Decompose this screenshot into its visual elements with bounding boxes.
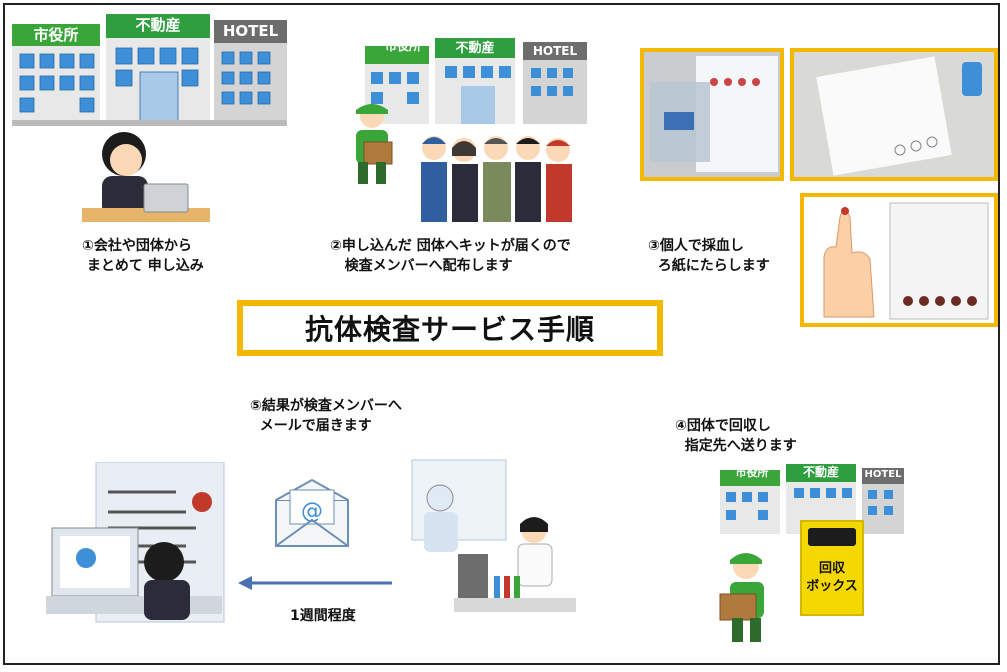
step2-caption: ②申し込んだ 団体へキットが届くので 検査メンバーへ配布します [330, 238, 571, 274]
city-hall-sign: 市役所 [12, 24, 100, 46]
return-arrow [238, 576, 392, 590]
step4-delivery-person-icon [719, 553, 764, 642]
finger-icon [823, 202, 989, 320]
result-viewer-illustration [46, 462, 225, 623]
hotel-sign: HOTEL [214, 20, 287, 43]
step2-hotel-sign: HOTEL [532, 44, 578, 58]
envelope-at-icon: @ [275, 478, 349, 547]
svg-text:@: @ [301, 499, 323, 524]
step3-caption: ③個人で採血し ろ紙にたらします [648, 238, 770, 274]
step4-city-hall-sign: 市役所 [735, 466, 769, 479]
filter-paper-icon [816, 56, 982, 176]
person-with-laptop-icon [82, 132, 210, 222]
step4-real-estate-sign: 不動産 [802, 465, 839, 479]
box-slot [808, 528, 856, 546]
step4-hotel-sign: HOTEL [864, 469, 902, 480]
filter-paper-photo [790, 48, 998, 181]
step1-building-windows [12, 47, 287, 126]
step2-real-estate-sign: 不動産 [455, 41, 495, 56]
arrow-label: 1週間程度 [290, 608, 356, 624]
step4-caption: ④団体で回収し 指定先へ送ります [675, 418, 797, 454]
test-kit-icon [650, 56, 778, 172]
page-title: 抗体検査サービス手順 [237, 300, 663, 356]
group-of-workers-icon [421, 136, 572, 222]
step2-city-hall-sign: 市役所 [384, 39, 421, 53]
collection-box-label: 回収 ボックス [806, 561, 858, 594]
step2-buildings [365, 38, 587, 124]
collection-box: 回収 ボックス [800, 520, 864, 616]
step1-caption: ①会社や団体から まとめて 申し込み [82, 238, 204, 274]
kit-photo [640, 48, 784, 181]
step5-caption: ⑤結果が検査メンバーへ メールで届きます [250, 398, 402, 434]
finger-blood-photo [800, 193, 998, 327]
delivery-person-icon [356, 104, 393, 184]
lab-researchers-illustration [411, 459, 576, 612]
real-estate-sign: 不動産 [106, 14, 210, 39]
